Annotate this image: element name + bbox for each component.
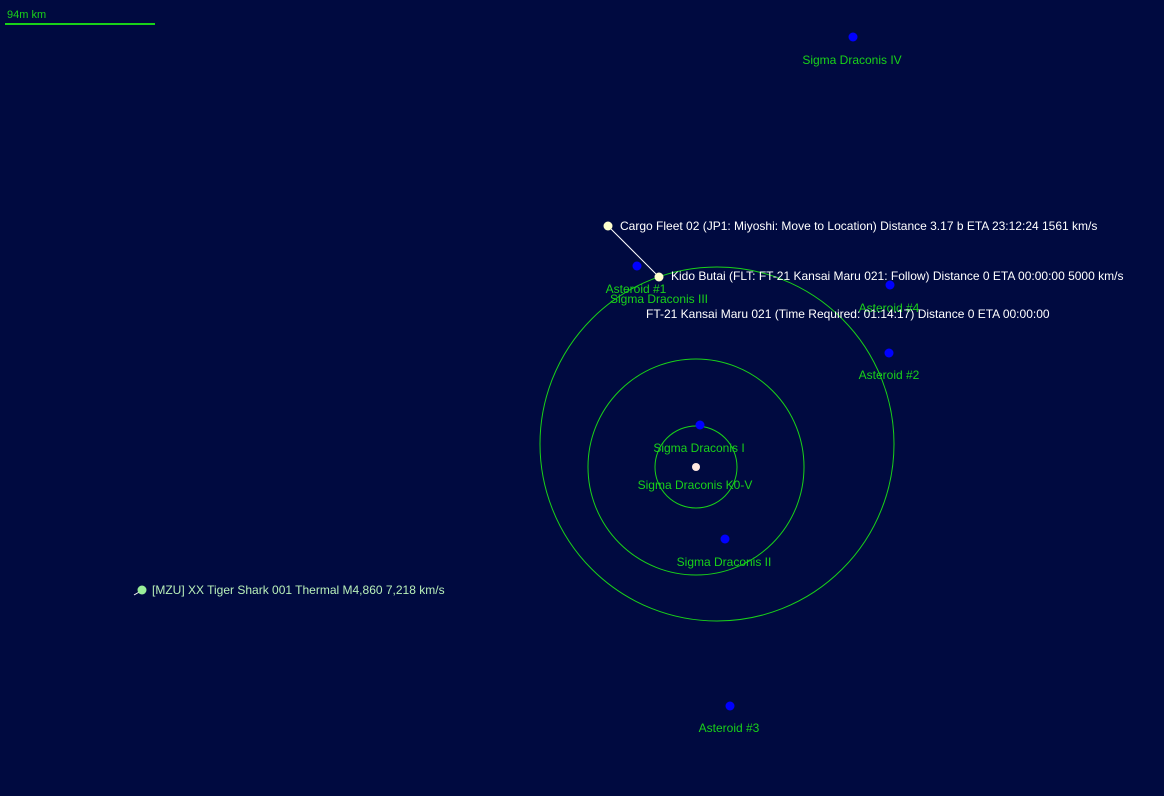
asteroid-label-2: Asteroid #2 bbox=[858, 368, 920, 382]
asteroid-label-4: Asteroid #4 bbox=[858, 301, 920, 315]
contact-label-xx-tiger-shark: [MZU] XX Tiger Shark 001 Thermal M4,860 … bbox=[152, 583, 445, 597]
asteroid-2[interactable] bbox=[884, 348, 894, 358]
asteroid-label-1: Asteroid #1 bbox=[605, 282, 667, 296]
fleet-cargo-fleet-02[interactable] bbox=[603, 221, 613, 231]
planet-sigma-draconis-ii[interactable] bbox=[720, 534, 730, 544]
scale-bar-label: 94m km bbox=[7, 9, 47, 21]
fleet-label-ft21-kansai-maru: FT-21 Kansai Maru 021 (Time Required: 01… bbox=[646, 307, 1050, 321]
planet-sigma-draconis-i[interactable] bbox=[695, 420, 705, 430]
star-sigma-draconis-k0v[interactable] bbox=[692, 463, 700, 471]
fleet-label-kido-butai: Kido Butai (FLT: FT-21 Kansai Maru 021: … bbox=[671, 269, 1124, 283]
fleet-label-cargo-fleet-02: Cargo Fleet 02 (JP1: Miyoshi: Move to Lo… bbox=[620, 219, 1098, 233]
orbit-sigma-draconis-iii bbox=[539, 266, 895, 622]
planet-label-sigma-draconis-iv: Sigma Draconis IV bbox=[802, 53, 902, 67]
contact-xx-tiger-shark[interactable] bbox=[137, 585, 147, 595]
planet-label-sigma-draconis-ii: Sigma Draconis II bbox=[676, 555, 772, 569]
planet-sigma-draconis-iv[interactable] bbox=[848, 32, 858, 42]
fleet-kido-butai[interactable] bbox=[654, 272, 664, 282]
orbit-sigma-draconis-ii bbox=[587, 358, 805, 576]
asteroid-3[interactable] bbox=[725, 701, 735, 711]
cargo-fleet-movement-line bbox=[607, 225, 660, 278]
asteroid-1[interactable] bbox=[632, 261, 642, 271]
planet-label-sigma-draconis-i: Sigma Draconis I bbox=[653, 441, 745, 455]
planet-label-sigma-draconis-iii: Sigma Draconis III bbox=[609, 292, 709, 306]
star-label: Sigma Draconis K0-V bbox=[637, 478, 753, 492]
asteroid-label-3: Asteroid #3 bbox=[698, 721, 760, 735]
asteroid-4[interactable] bbox=[885, 280, 895, 290]
